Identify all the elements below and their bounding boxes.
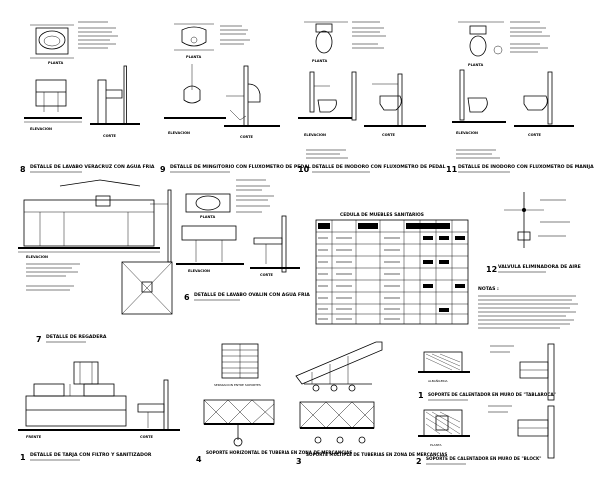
label-elevacion: ELEVACION bbox=[30, 127, 52, 131]
detail-number: 3 bbox=[296, 457, 302, 466]
detail-title: DETALLE DE MINGITORIO CON FLUXOMETRO DE … bbox=[170, 164, 311, 170]
notes-block: NOTAS : bbox=[478, 286, 578, 329]
detail-10-inodoro-pedal: PLANTA ELEVACION CORTE 10 DETALLE DE INO… bbox=[298, 21, 446, 174]
label-planta: PLANTA bbox=[430, 443, 442, 447]
detail-lavabo-elevacion: ELEVACION bbox=[18, 179, 160, 291]
detail-title: VALVULA ELIMINADORA DE AIRE bbox=[498, 264, 581, 270]
label-elevacion: ELEVACION bbox=[26, 255, 48, 259]
small-table-title: SEPARACION ENTRE SOPORTES bbox=[214, 383, 261, 387]
label-corte: CORTE bbox=[260, 273, 273, 277]
detail-1-tarja-filtro: FRENTE CORTE 1 DETALLE DE TARJA CON FILT… bbox=[18, 361, 180, 462]
detail-6-lavabo-ovalin: PLANTA ELEVACION CORTE 6 DETALLE DE LAVA… bbox=[176, 179, 310, 302]
label-planta: PLANTA bbox=[312, 59, 328, 63]
detail-number: 9 bbox=[160, 165, 166, 174]
detail-number: 10 bbox=[298, 165, 310, 174]
label-corte: CORTE bbox=[103, 134, 116, 138]
detail-9-mingitorio: PLANTA ELEVACION CORTE 9 DETALLE DE MING… bbox=[160, 23, 311, 174]
detail-3-soporte-multiple: 3 SOPORTE MULTIPLE DE TUBERIAS EN ZONA D… bbox=[295, 341, 447, 466]
label-planta: PLANTA bbox=[48, 61, 64, 65]
cedula-muebles-sanitarios-table: CEDULA DE MUEBLES SANITARIOS bbox=[315, 212, 469, 325]
label-corte: CORTE bbox=[140, 435, 153, 439]
detail-number: 2 bbox=[416, 457, 422, 466]
notes-title: NOTAS : bbox=[478, 286, 499, 292]
detail-11-inodoro-manija: PLANTA ELEVACION CORTE 11 DETALLE DE INO… bbox=[446, 21, 594, 174]
label-elevacion: ELEVACION bbox=[456, 131, 478, 135]
detail-title: SOPORTE DE CALENTADOR EN MURO DE "TABLAR… bbox=[428, 392, 556, 397]
detail-number: 4 bbox=[196, 455, 202, 464]
label-corte: CORTE bbox=[240, 135, 253, 139]
label-planta: PLANTA bbox=[200, 215, 216, 219]
label-elevacion: ELEVACION bbox=[168, 131, 190, 135]
detail-4-soporte-horizontal: SEPARACION ENTRE SOPORTES 4 SOPORTE HORI… bbox=[196, 343, 352, 464]
detail-title: SOPORTE DE CALENTADOR EN MURO DE "BLOCK" bbox=[426, 456, 541, 461]
detail-title: DETALLE DE REGADERA bbox=[46, 334, 107, 340]
label-elevacion: ELEVACION bbox=[304, 133, 326, 137]
label-elevacion: ELEVACION bbox=[188, 269, 210, 273]
detail-title: SOPORTE HORIZONTAL DE TUBERIA EN ZONA DE… bbox=[206, 450, 352, 455]
detail-number: 12 bbox=[486, 265, 497, 274]
detail-12-valvula-eliminadora: 12 VALVULA ELIMINADORA DE AIRE bbox=[486, 192, 581, 274]
detail-1-soporte-calentador-tablaroca: ALBAÑILERIA 1 SOPORTE DE CALENTADOR EN M… bbox=[418, 343, 556, 401]
detail-title: DETALLE DE TARJA CON FILTRO Y SANITIZADO… bbox=[30, 452, 152, 458]
detail-number: 11 bbox=[446, 165, 458, 174]
detail-title: DETALLE DE LAVABO VERACRUZ CON AGUA FRIA bbox=[30, 164, 155, 170]
detail-number: 6 bbox=[184, 293, 190, 302]
label-corte: CORTE bbox=[382, 133, 395, 137]
label-planta: PLANTA bbox=[468, 63, 484, 67]
table-title: CEDULA DE MUEBLES SANITARIOS bbox=[340, 212, 424, 218]
detail-title: DETALLE DE LAVABO OVALIN CON AGUA FRIA bbox=[194, 292, 310, 298]
detail-number: 1 bbox=[418, 391, 424, 400]
detail-8-lavabo-veracruz: PLANTA ELEVACION CORTE 8 DETALLE DE LAVA… bbox=[20, 21, 155, 174]
label-frente: FRENTE bbox=[26, 435, 42, 439]
detail-number: 8 bbox=[20, 165, 26, 174]
label-planta: PLANTA bbox=[186, 55, 202, 59]
detail-title: SOPORTE MULTIPLE DE TUBERIAS EN ZONA DE … bbox=[306, 452, 447, 457]
label-corte: CORTE bbox=[528, 133, 541, 137]
detail-7-regadera: 7 DETALLE DE REGADERA bbox=[36, 189, 173, 344]
detail-title: DETALLE DE INODORO CON FLUXOMETRO DE PED… bbox=[312, 164, 446, 170]
detail-title: DETALLE DE INODORO CON FLUXOMETRO DE MAN… bbox=[458, 164, 594, 170]
label-albanileria: ALBAÑILERIA bbox=[428, 378, 448, 383]
detail-number: 7 bbox=[36, 335, 42, 344]
detail-number: 1 bbox=[20, 453, 26, 462]
detail-2-soporte-calentador-block: PLANTA 2 SOPORTE DE CALENTADOR EN MURO D… bbox=[416, 405, 555, 466]
